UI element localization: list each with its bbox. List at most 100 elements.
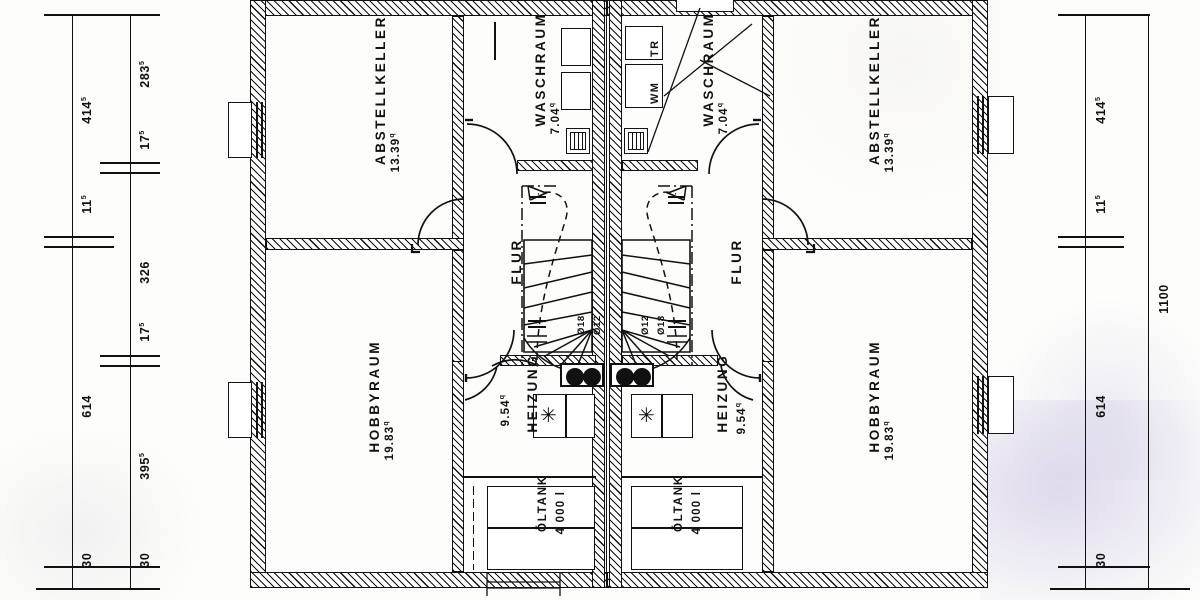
section-tick-left-a bbox=[528, 320, 546, 322]
room-area-abstellkeller-left: 13.39q bbox=[388, 133, 402, 173]
waschraum-left-note-line bbox=[494, 22, 496, 60]
window-right-lower-b bbox=[982, 376, 984, 434]
dim-tick-left-inner-4 bbox=[100, 365, 160, 368]
dim-tick-left-outer-2 bbox=[44, 246, 114, 249]
dim-tick-right-1 bbox=[1058, 236, 1124, 239]
window-left-lower bbox=[256, 382, 258, 438]
section-tick-right-top-a bbox=[668, 196, 684, 198]
dim-tick-left-inner-1 bbox=[100, 162, 160, 165]
door-arc-hobby-left bbox=[465, 329, 515, 379]
interior-wall-abstell-flur-right bbox=[762, 16, 774, 241]
room-area-abstellkeller-right: 13.39q bbox=[882, 133, 896, 173]
dim-tick-left-outer-1 bbox=[44, 236, 114, 239]
dim-tick-left-inner-3 bbox=[100, 355, 160, 358]
window-right-upper bbox=[977, 96, 979, 154]
oeltank-right-top-rule bbox=[622, 476, 762, 478]
dim-cap-right-bottom-b bbox=[1050, 588, 1190, 591]
dim-cap-left-bottom-b bbox=[36, 588, 160, 591]
room-area-heizung-left: 9.54q bbox=[498, 394, 512, 427]
section-tick-right-top-b bbox=[668, 202, 684, 204]
oeltank-left-lower bbox=[487, 528, 595, 570]
interior-wall-hobby-heizung-right bbox=[762, 360, 774, 572]
washbasin-left-2 bbox=[561, 72, 591, 110]
dim-line-left-outer bbox=[72, 14, 74, 589]
oeltank-right-upper bbox=[631, 486, 743, 528]
floor-drain-left-bar2 bbox=[578, 132, 580, 150]
floor-drain-right-bar1 bbox=[632, 132, 634, 150]
door-arc-heizung-left-2 bbox=[464, 365, 498, 401]
floor-drain-left-bar1 bbox=[574, 132, 576, 150]
section-tick-left-top-a bbox=[530, 196, 546, 198]
boiler-left bbox=[533, 394, 595, 438]
door-arc-heizung-right-2 bbox=[720, 365, 754, 401]
room-area-heizung-right: 9.54q bbox=[734, 402, 748, 435]
door-arc-heizung-left bbox=[491, 359, 539, 367]
door-arc-abstell-left bbox=[417, 198, 465, 246]
floor-drain-right-bar3 bbox=[640, 132, 642, 150]
window-left-upper bbox=[256, 102, 258, 158]
boiler-left-divider bbox=[565, 394, 567, 438]
interior-wall-heizung-top-left bbox=[500, 355, 596, 366]
interior-wall-hobby-heizung-left bbox=[452, 360, 464, 572]
window-right-lower bbox=[977, 376, 979, 434]
washing-machine-box bbox=[625, 64, 663, 108]
light-shaft-left-upper bbox=[228, 102, 252, 158]
party-wall-cavity-line bbox=[605, 0, 607, 588]
dim-tick-left-inner-2 bbox=[100, 172, 160, 175]
dim-cap-left-bottom-a bbox=[44, 566, 160, 569]
dim-line-left-inner bbox=[130, 14, 132, 589]
dim-cap-right-top bbox=[1058, 14, 1150, 17]
door-leaf-abstell-right bbox=[806, 244, 816, 254]
chimney-right-flue-2 bbox=[633, 368, 651, 386]
room-area-waschraum-left: 7.04q bbox=[548, 102, 562, 135]
boiler-right-divider bbox=[661, 394, 663, 438]
door-leaf-abstell-left bbox=[410, 244, 420, 254]
oeltank-left-centerline bbox=[473, 486, 475, 570]
tumble-dryer-box bbox=[625, 26, 663, 60]
floor-drain-right-bar2 bbox=[636, 132, 638, 150]
interior-wall-hobby-flur-right bbox=[762, 250, 774, 362]
exterior-wall-bottom-left bbox=[250, 572, 608, 588]
section-tick-left-top-b bbox=[530, 202, 546, 204]
oeltank-right-lower bbox=[631, 528, 743, 570]
light-shaft-right-lower bbox=[988, 376, 1014, 434]
exterior-wall-bottom-right bbox=[607, 572, 988, 588]
section-tick-right-a bbox=[668, 320, 686, 322]
door-arc-waschraum-right bbox=[708, 123, 760, 175]
oeltank-left-top-rule bbox=[464, 476, 596, 478]
section-tick-right-b bbox=[668, 326, 686, 328]
room-area-waschraum-right: 7.04q bbox=[716, 102, 730, 135]
interior-wall-heizung-top-right bbox=[622, 355, 718, 366]
light-shaft-left-lower bbox=[228, 382, 252, 438]
window-left-lower-b bbox=[261, 382, 263, 438]
dim-line-right-inner bbox=[1085, 14, 1087, 589]
window-left-upper-b bbox=[261, 102, 263, 158]
window-right-upper-b bbox=[982, 96, 984, 154]
room-area-hobbyraum-right: 19.83q bbox=[882, 421, 896, 461]
interior-wall-hobby-flur-left bbox=[452, 250, 464, 362]
washbasin-left-1 bbox=[561, 28, 591, 66]
room-label-flur-left: FLUR bbox=[509, 238, 525, 285]
exterior-wall-right bbox=[972, 0, 988, 588]
boiler-left-symbol: ✳ bbox=[540, 405, 559, 427]
party-wall-leaf-right bbox=[609, 0, 622, 588]
dim-line-right-outer bbox=[1148, 14, 1150, 589]
interior-wall-waschraum-bottom-right bbox=[622, 160, 698, 171]
dim-tick-right-2 bbox=[1058, 246, 1124, 249]
floor-drain-left-bar3 bbox=[582, 132, 584, 150]
interior-wall-waschraum-bottom-left bbox=[517, 160, 593, 171]
chimney-left-flue-2 bbox=[583, 368, 601, 386]
fixture-capacity-oeltank-right: 4 000 l bbox=[690, 490, 703, 535]
door-arc-waschraum-left bbox=[466, 123, 518, 175]
fixture-capacity-oeltank-left: 4 000 l bbox=[554, 490, 567, 535]
window-top-right bbox=[676, 0, 734, 12]
exterior-wall-top-left bbox=[250, 0, 608, 16]
door-arc-hobby-right bbox=[711, 329, 761, 379]
interior-wall-abstell-flur-left bbox=[452, 16, 464, 241]
room-area-hobbyraum-left: 19.83q bbox=[382, 421, 396, 461]
